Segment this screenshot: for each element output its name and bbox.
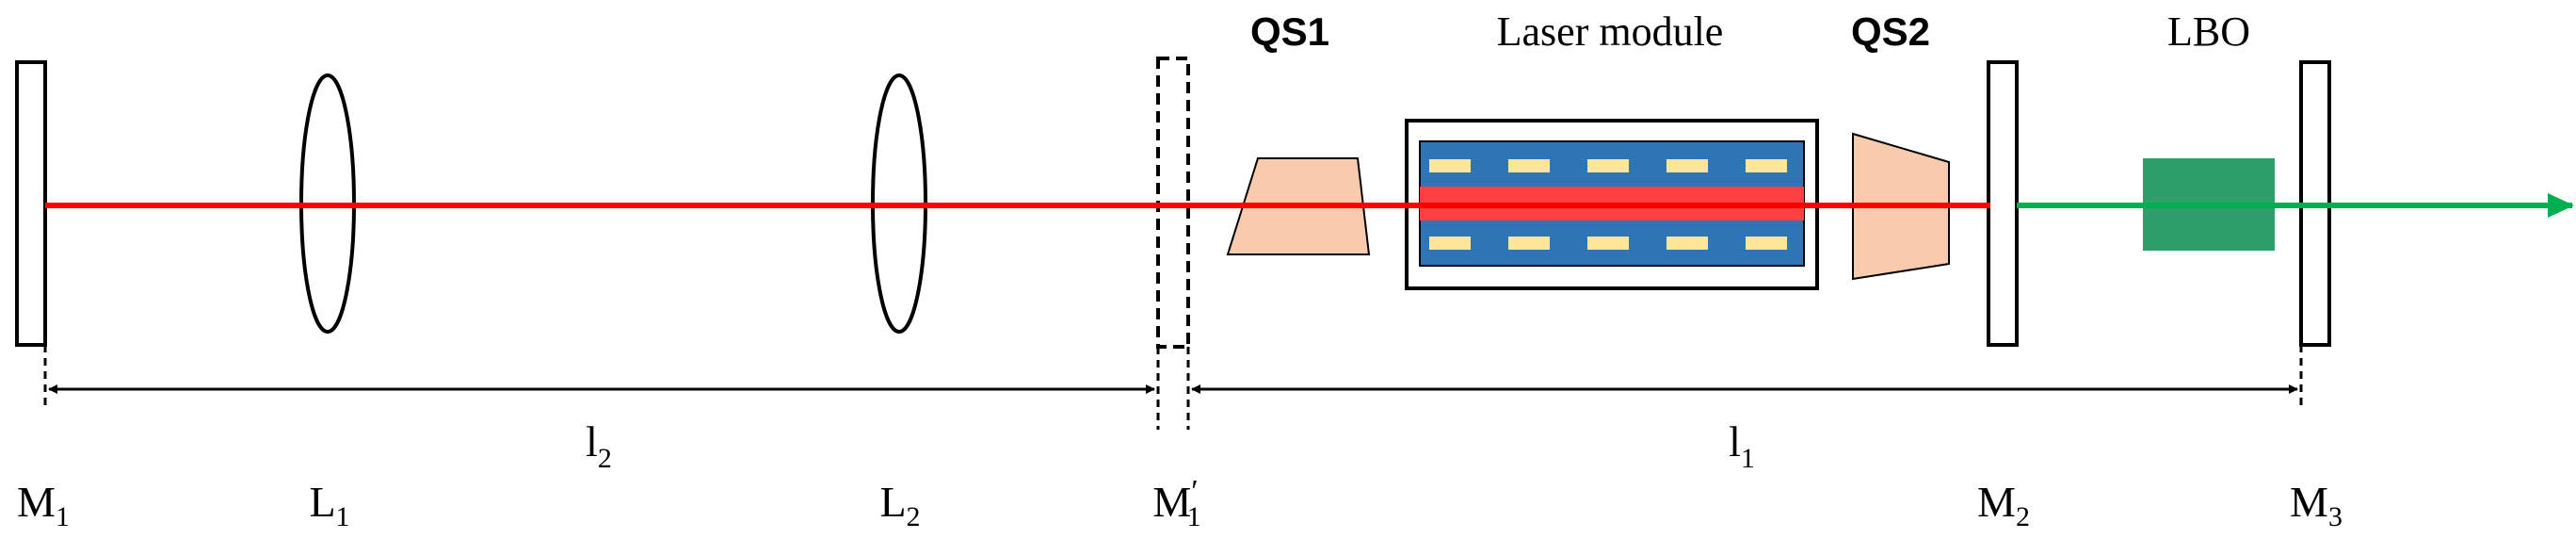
label-m1-prime-base: M (1152, 478, 1191, 526)
label-l2-sub: 2 (598, 443, 612, 474)
label-m1-prime-mark: ′ (1191, 474, 1198, 509)
pump-diodes-top (1429, 159, 1787, 172)
pump-diode (1746, 237, 1787, 250)
mirror-m1 (15, 60, 47, 347)
pump-diode (1666, 159, 1708, 172)
label-l1-sub: 1 (1741, 443, 1755, 474)
label-lbo: LBO (2167, 8, 2250, 55)
pump-diode (1429, 159, 1471, 172)
label-laser-module: Laser module (1497, 8, 1724, 55)
label-l2: l2 (586, 417, 612, 474)
label-l2-base: l (586, 417, 598, 466)
label-lens1: L1 (309, 478, 349, 532)
label-qs2: QS2 (1851, 9, 1930, 54)
pump-diode (1508, 237, 1550, 250)
label-m1-sub: 1 (56, 501, 70, 532)
label-m3: M3 (2290, 478, 2343, 532)
pump-diode (1746, 159, 1787, 172)
label-lens1-base: L (309, 478, 335, 526)
label-lens2-base: L (879, 478, 906, 526)
label-m1-base: M (17, 478, 56, 526)
mirror-m2 (1987, 60, 2019, 347)
pump-diode (1429, 237, 1471, 250)
label-m1-prime: M′1 (1152, 474, 1200, 532)
label-lens2: L2 (879, 478, 920, 532)
label-m1-prime-sub: 1 (1187, 501, 1201, 532)
label-l1: l1 (1729, 417, 1755, 474)
label-m2-base: M (1977, 478, 2016, 526)
label-l1-base: l (1729, 417, 1741, 466)
pump-diode (1666, 237, 1708, 250)
label-m1: M1 (17, 478, 70, 532)
label-m3-base: M (2290, 478, 2328, 526)
label-m2-sub: 2 (2016, 501, 2030, 532)
pump-diode (1508, 159, 1550, 172)
pump-diode (1587, 159, 1629, 172)
pump-diodes-bottom (1429, 237, 1787, 250)
label-m2: M2 (1977, 478, 2030, 532)
label-qs1: QS1 (1250, 9, 1329, 54)
label-lens1-sub: 1 (336, 501, 350, 532)
pump-diode (1587, 237, 1629, 250)
label-lens2-sub: 2 (907, 501, 921, 532)
label-m3-sub: 3 (2328, 501, 2343, 532)
